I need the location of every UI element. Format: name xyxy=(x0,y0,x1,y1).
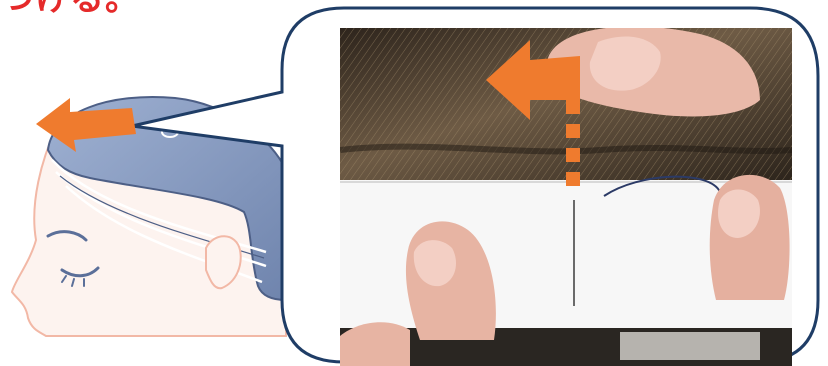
instruction-figure: つける。 xyxy=(0,0,828,366)
illustration-canvas xyxy=(0,0,828,366)
